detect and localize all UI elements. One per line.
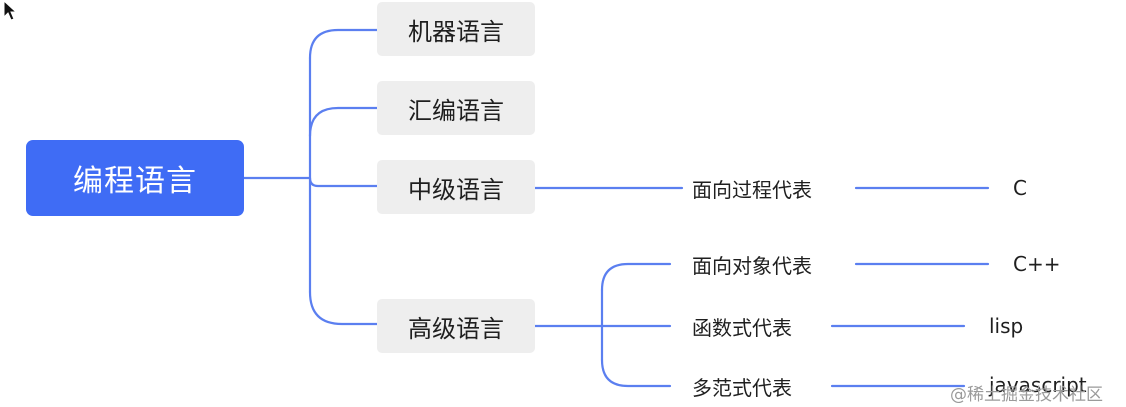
- root-node[interactable]: 编程语言: [26, 140, 244, 216]
- connector-high-multi: [600, 358, 672, 388]
- connector-high-oop: [600, 262, 672, 292]
- connector-to-mid: [308, 176, 379, 188]
- connector-to-high: [308, 290, 379, 326]
- leaf-lisp[interactable]: lisp: [989, 314, 1024, 338]
- mouse-pointer-icon: [3, 0, 18, 21]
- connector-to-machine: [308, 28, 379, 60]
- branch-assembly-language[interactable]: 汇编语言: [377, 81, 535, 135]
- leaf-javascript[interactable]: javascript: [989, 373, 1087, 397]
- branch-high-level-language[interactable]: 高级语言: [377, 299, 535, 353]
- node-object-oriented[interactable]: 面向对象代表: [692, 253, 812, 278]
- branch-mid-level-language[interactable]: 中级语言: [377, 160, 535, 214]
- branch-machine-language[interactable]: 机器语言: [377, 2, 535, 56]
- watermark-text: @稀土掘金技术社区: [950, 384, 1103, 405]
- node-multi-paradigm[interactable]: 多范式代表: [692, 375, 792, 400]
- leaf-c[interactable]: C: [1013, 176, 1027, 200]
- node-procedural[interactable]: 面向过程代表: [692, 177, 812, 202]
- leaf-cpp[interactable]: C++: [1013, 252, 1061, 276]
- site-watermark: @稀土掘金技术社区: [950, 378, 1126, 406]
- node-functional[interactable]: 函数式代表: [692, 315, 792, 340]
- connector-to-assembly: [308, 106, 379, 138]
